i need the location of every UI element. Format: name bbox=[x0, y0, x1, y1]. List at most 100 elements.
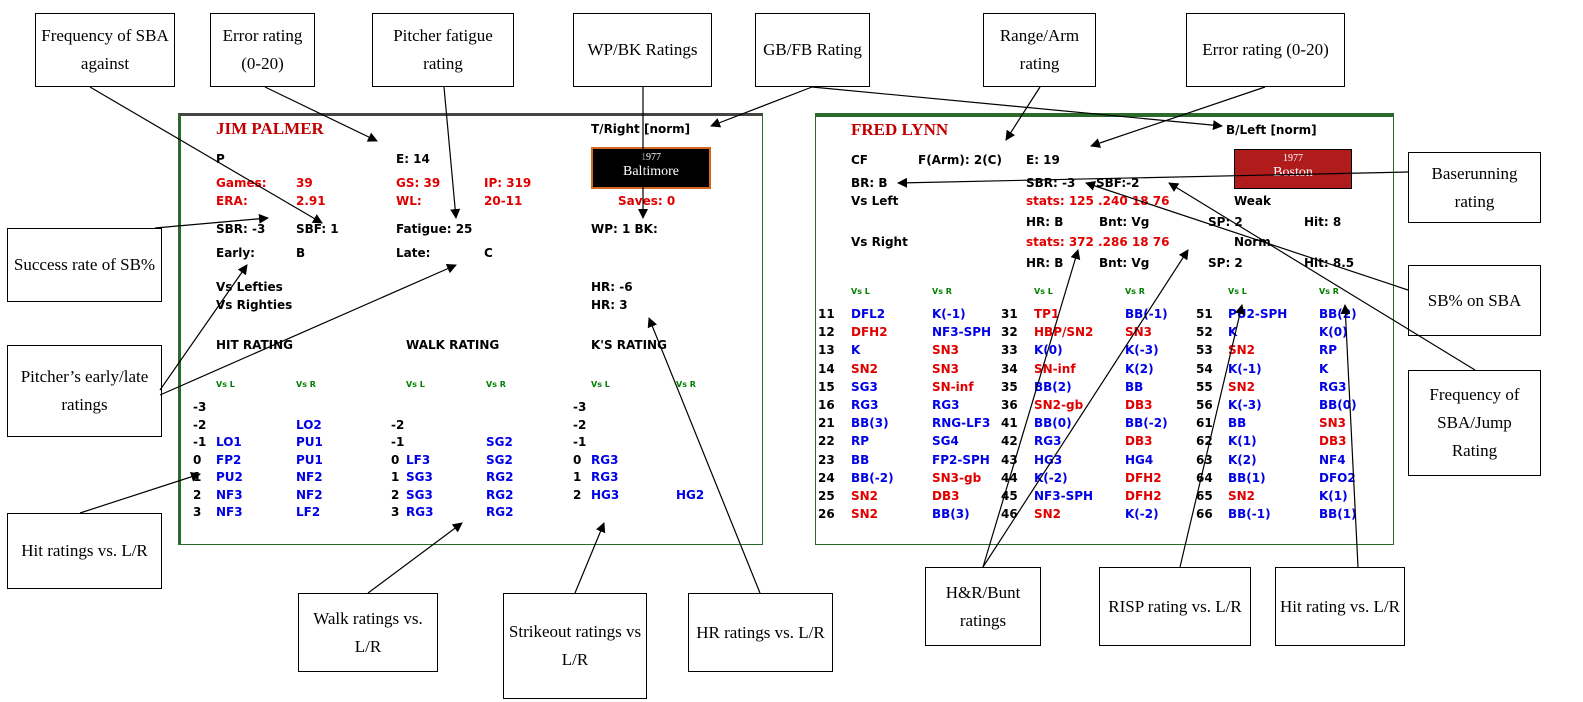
callout-sb-on-sba: SB% on SBA bbox=[1408, 265, 1541, 336]
batter-chart-cell: 32 bbox=[1001, 325, 1018, 340]
ip-value: IP: 319 bbox=[484, 176, 532, 190]
pitcher-rating-cell: SG2 bbox=[486, 452, 513, 467]
callout-hr-bunt: H&R/Bunt ratings bbox=[925, 567, 1041, 646]
batter-chart-cell: 36 bbox=[1001, 398, 1018, 412]
batter-chart-cell: K bbox=[1228, 325, 1238, 340]
pitcher-rating-cell: 0 bbox=[391, 452, 400, 467]
batter-chart-cell: K bbox=[851, 343, 861, 358]
pitcher-rating-cell: RG3 bbox=[591, 470, 619, 484]
hr-rating-2: HR: B bbox=[1026, 256, 1064, 270]
hit-rating-1: Hit: 8 bbox=[1304, 215, 1342, 229]
callout-hr-ratings: HR ratings vs. L/R bbox=[688, 593, 833, 672]
batter-chart-cell: 24 bbox=[818, 470, 835, 485]
batter-chart-cell: 56 bbox=[1196, 398, 1213, 412]
pitcher-rating-cell: -2 bbox=[193, 417, 207, 432]
hr-rating-1: HR: B bbox=[1026, 215, 1064, 229]
batter-chart-cell: K(1) bbox=[1319, 489, 1348, 503]
batter-chart-cell: BB(-1) bbox=[1228, 507, 1271, 522]
batter-chart-cell: SN2 bbox=[851, 489, 879, 503]
batter-chart-cell: K(2) bbox=[1228, 452, 1257, 467]
pitcher-rating-cell: RG3 bbox=[591, 452, 619, 467]
pitcher-rating-cell: PU2 bbox=[216, 470, 243, 484]
col2-vs-r-header: Vs R bbox=[1125, 287, 1145, 296]
batter-chart-cell: BB(3) bbox=[932, 507, 970, 522]
stats-vs-right: stats: 372 .286 18 76 bbox=[1026, 235, 1170, 249]
pitcher-rating-cell: LF3 bbox=[406, 452, 431, 467]
vs-left-strength: Weak bbox=[1234, 194, 1272, 208]
batter-chart-cell: 16 bbox=[818, 398, 835, 412]
batter-sbf: SBF:-2 bbox=[1096, 176, 1140, 190]
pitcher-sbr: SBR: -3 bbox=[216, 222, 266, 236]
pitcher-rating-cell: RG2 bbox=[486, 470, 514, 484]
callout-hit-rating-batter: Hit rating vs. L/R bbox=[1275, 567, 1405, 646]
batter-chart-cell: BB(3) bbox=[851, 416, 889, 431]
callout-success-sb: Success rate of SB% bbox=[7, 228, 162, 302]
batter-chart-cell: K(-3) bbox=[1125, 343, 1159, 358]
arrow-sb-on-sba bbox=[1085, 181, 1409, 291]
col1-vs-r-header: Vs R bbox=[932, 287, 952, 296]
saves-value: Saves: 0 bbox=[618, 194, 676, 208]
pitcher-rating-cell: 1 bbox=[573, 470, 582, 484]
early-value: B bbox=[296, 246, 306, 260]
pitcher-rating-cell: -3 bbox=[193, 400, 207, 414]
arrow-error-p bbox=[264, 86, 378, 142]
pitcher-position: P bbox=[216, 152, 225, 166]
batter-chart-cell: 52 bbox=[1196, 325, 1213, 340]
batter-chart-cell: 14 bbox=[818, 361, 835, 376]
batter-chart-cell: 22 bbox=[818, 434, 835, 449]
orioles-logo-team: Baltimore bbox=[623, 164, 679, 179]
batter-chart-cell: SN-inf bbox=[932, 379, 974, 394]
callout-fatigue: Pitcher fatigue rating bbox=[372, 13, 514, 87]
batter-chart-cell: 31 bbox=[1001, 307, 1018, 321]
pitcher-rating-cell: 3 bbox=[391, 505, 400, 519]
hit-rating-heading: HIT RATING bbox=[216, 338, 294, 352]
pitcher-rating-cell: NF3 bbox=[216, 505, 243, 519]
pitcher-rating-cell: SG3 bbox=[406, 487, 433, 502]
pitcher-rating-cell: SG2 bbox=[486, 435, 513, 449]
batter-chart-cell: SN2 bbox=[1034, 507, 1062, 522]
batter-chart-cell: NF3-SPH bbox=[1034, 489, 1094, 503]
batter-chart-cell: SG3 bbox=[851, 379, 878, 394]
arrow-range-arm bbox=[1005, 86, 1041, 141]
arrow-walk bbox=[367, 522, 463, 594]
arrow-k bbox=[574, 522, 606, 594]
batter-chart-cell: SN3 bbox=[1319, 416, 1347, 431]
batter-chart-cell: DB3 bbox=[1319, 434, 1347, 449]
k-vs-r-header: Vs R bbox=[676, 380, 696, 389]
batter-chart-cell: BB(-2) bbox=[1125, 416, 1168, 431]
batter-chart-cell: 26 bbox=[818, 507, 835, 522]
batter-chart-cell: SN2 bbox=[851, 361, 879, 376]
batter-chart-cell: DB3 bbox=[932, 489, 960, 503]
batter-chart-cell: TP1 bbox=[1034, 307, 1060, 321]
batter-chart-cell: K(-2) bbox=[1125, 507, 1159, 522]
batter-chart-cell: K(0) bbox=[1319, 325, 1348, 340]
batter-chart-cell: 51 bbox=[1196, 307, 1213, 321]
pitcher-rating-cell: LF2 bbox=[296, 505, 321, 519]
batter-chart-cell: 34 bbox=[1001, 361, 1018, 376]
redsox-logo-year: 1977 bbox=[1283, 153, 1303, 164]
batter-chart-cell: BB(-2) bbox=[851, 470, 894, 485]
callout-risp: RISP rating vs. L/R bbox=[1099, 567, 1251, 646]
batter-chart-cell: 42 bbox=[1001, 434, 1018, 449]
batter-chart-cell: BB(0) bbox=[1034, 416, 1072, 431]
redsox-logo: 1977 Boston bbox=[1234, 149, 1352, 189]
pitcher-rating-cell: LO2 bbox=[296, 417, 322, 432]
pitcher-throws: T/Right [norm] bbox=[591, 122, 691, 136]
batter-chart-cell: BB(1) bbox=[1319, 507, 1357, 522]
pitcher-rating-cell: 2 bbox=[391, 487, 400, 502]
gs-value: GS: 39 bbox=[396, 176, 441, 190]
callout-gb-fb: GB/FB Rating bbox=[755, 13, 870, 87]
sp-rating-1: SP: 2 bbox=[1208, 215, 1243, 229]
batter-chart-cell: BB(1) bbox=[1228, 470, 1266, 485]
batter-chart-cell: 53 bbox=[1196, 343, 1213, 358]
arrow-gbfb bbox=[710, 86, 813, 128]
col3-vs-l-header: Vs L bbox=[1228, 287, 1247, 296]
pitcher-rating-cell: HG2 bbox=[676, 487, 705, 502]
era-label: ERA: bbox=[216, 194, 248, 208]
callout-baserunning: Baserunning rating bbox=[1408, 152, 1541, 223]
batter-name: FRED LYNN bbox=[851, 120, 949, 139]
arrow-hit-b bbox=[1340, 304, 1359, 568]
callout-sba-jump: Frequency of SBA/Jump Rating bbox=[1408, 370, 1541, 476]
redsox-logo-team: Boston bbox=[1273, 165, 1313, 180]
late-label: Late: bbox=[396, 246, 431, 260]
